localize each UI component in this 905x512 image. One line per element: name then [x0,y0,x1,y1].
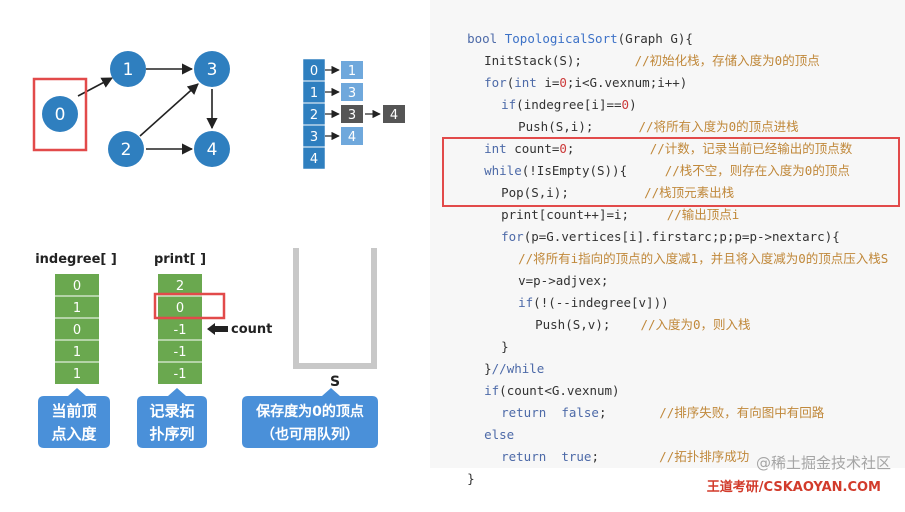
stack-label: S [330,374,340,390]
indegree-cell-3: 1 [73,345,81,360]
code-line-0: bool TopologicalSort(Graph G){ [467,31,693,46]
print-title: print[ ] [154,252,206,267]
indegree-array: 0 1 0 1 1 [55,274,99,384]
svg-text:1: 1 [348,64,356,79]
code-line-11: v=p->adjvex; [518,273,609,288]
adj-entry-0: 1 [341,61,363,79]
edge-0-1 [77,77,113,97]
code-line-19: return true; //拓扑排序成功 [501,449,750,464]
adj-index-4: 4 [310,152,318,167]
adj-index-2: 2 [310,108,318,123]
svg-text:2: 2 [121,140,132,160]
indegree-caption: 当前顶 点入度 [38,388,110,448]
stack-container: S [293,248,377,390]
code-line-18: else [484,427,515,442]
code-line-16: if(count<G.vexnum) [484,383,620,398]
code-line-3: if(indegree[i]==0) [501,97,637,112]
code-line-20: } [467,471,475,486]
graph-node-2: 2 [108,131,144,167]
adj-entry-2: 3 [341,105,363,123]
svg-text:记录拓: 记录拓 [149,402,194,420]
adj-index-1: 1 [310,86,318,101]
code-panel: bool TopologicalSort(Graph G){ InitStack… [430,0,905,486]
node-0-highlight [32,77,88,152]
print-caption: 记录拓 扑序列 [137,388,207,448]
svg-text:3: 3 [348,86,356,101]
code-line-6: while(!IsEmpty(S)){ //栈不空，则存在入度为0的顶点 [484,163,850,178]
code-line-2: for(int i=0;i<G.vexnum;i++) [484,75,688,90]
code-line-13: Push(S,v); //入度为0，则入栈 [535,317,751,332]
svg-text:4: 4 [207,140,218,160]
graph-node-3: 3 [194,51,230,87]
adj-index-3: 3 [310,130,318,145]
svg-text:0: 0 [55,105,66,125]
indegree-title: indegree[ ] [35,252,117,267]
topology-diagram: 0 1 2 3 4 0 1 2 3 4 [32,51,405,448]
svg-text:4: 4 [348,130,356,145]
print-cell-highlight [153,292,226,320]
brand-label: 王道考研/CSKAOYAN.COM [706,480,881,495]
svg-text:当前顶: 当前顶 [51,402,96,420]
count-pointer: count [207,322,272,337]
code-line-8: print[count++]=i; //输出顶点i [501,207,740,222]
graph-node-0: 0 [42,96,78,132]
print-cell-1: 0 [176,301,184,316]
print-cell-2: -1 [174,323,187,338]
code-line-14: } [501,339,509,354]
svg-text:扑序列: 扑序列 [149,425,194,443]
indegree-cell-4: 1 [73,367,81,382]
print-cell-0: 2 [176,279,184,294]
code-line-9: for(p=G.vertices[i].firstarc;p;p=p->next… [501,229,840,244]
print-cell-4: -1 [174,367,187,382]
code-line-7: Pop(S,i); //栈顶元素出栈 [501,185,735,200]
adj-entry-3: 4 [341,127,363,145]
code-line-12: if(!(--indegree[v])) [518,295,669,310]
adjacency-list: 0 1 2 3 4 1 3 3 4 4 [302,58,405,170]
svg-text:（也可用队列）: （也可用队列） [261,426,359,443]
stack-caption: 保存度为0的顶点 （也可用队列） [242,388,378,448]
svg-text:3: 3 [207,60,218,80]
adj-entry-1: 3 [341,83,363,101]
watermark: @稀土掘金技术社区 [755,454,891,472]
graph-node-1: 1 [110,51,146,87]
svg-text:3: 3 [348,108,356,123]
print-array: 2 0 -1 -1 -1 [158,274,202,384]
code-line-10: //将所有i指向的顶点的入度减1，并且将入度减为0的顶点压入栈S [518,251,889,266]
svg-text:保存度为0的顶点: 保存度为0的顶点 [255,403,364,420]
svg-text:1: 1 [123,60,134,80]
indegree-cell-1: 1 [73,301,81,316]
code-line-17: return false; //排序失败，有向图中有回路 [501,405,825,420]
print-cell-3: -1 [174,345,187,360]
code-line-4: Push(S,i); //将所有入度为0的顶点进栈 [518,119,799,134]
edge-2-3 [139,83,199,137]
indegree-cell-2: 0 [73,323,81,338]
svg-text:count: count [231,322,272,337]
code-line-15: }//while [484,361,545,376]
adj-index-0: 0 [310,64,318,79]
svg-text:点入度: 点入度 [51,425,97,443]
indegree-cell-0: 0 [73,279,81,294]
while-loop-highlight [442,137,900,207]
graph-node-4: 4 [194,131,230,167]
code-line-5: int count=0; //计数，记录当前已经输出的顶点数 [484,141,853,156]
adj-index-column: 0 1 2 3 4 [302,58,326,170]
adj-entry-2b: 4 [383,105,405,123]
code-line-1: InitStack(S); //初始化栈，存储入度为0的顶点 [484,53,820,68]
svg-text:4: 4 [390,108,398,123]
